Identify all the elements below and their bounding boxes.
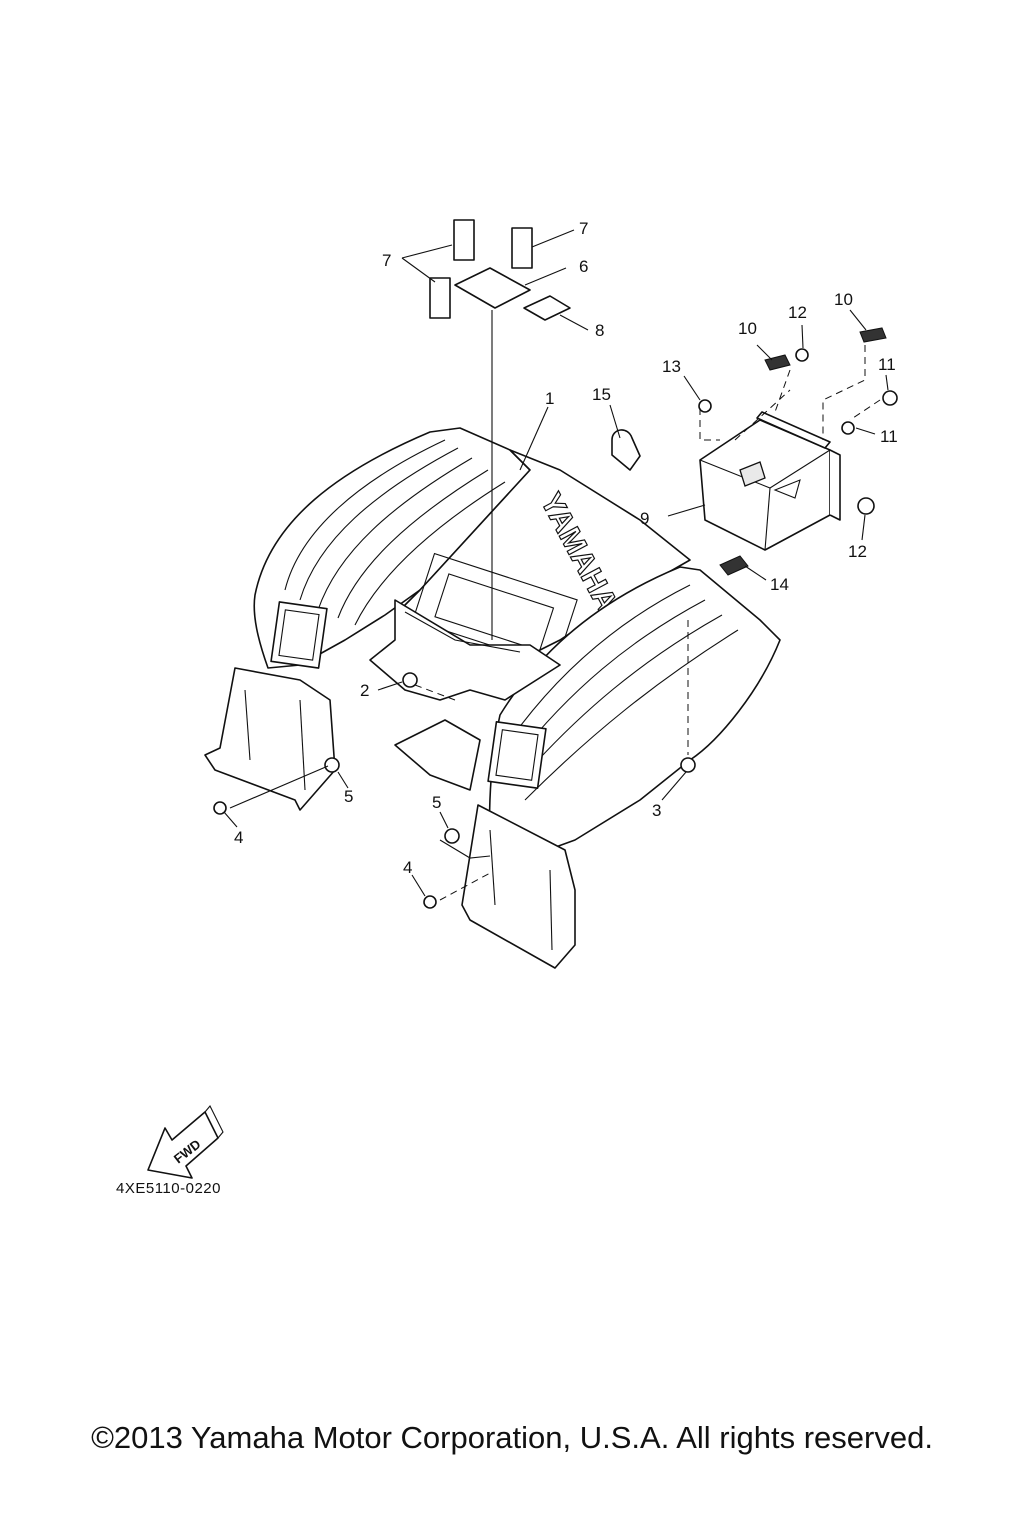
assembly-lines <box>229 310 881 901</box>
battery-box <box>699 419 841 551</box>
bolt-2 <box>402 672 418 688</box>
callout-3: 3 <box>652 801 661 820</box>
callout-8: 8 <box>595 321 604 340</box>
fwd-arrow-icon: FWD <box>147 1105 224 1179</box>
copyright-notice: ©2013 Yamaha Motor Corporation, U.S.A. A… <box>91 1420 933 1455</box>
callout-15: 15 <box>592 385 611 404</box>
bolt-11b <box>841 421 855 435</box>
bolt-3 <box>680 757 696 773</box>
callout-4a: 4 <box>234 828 243 847</box>
callout-5b: 5 <box>432 793 441 812</box>
callout-14: 14 <box>770 575 789 594</box>
nut-5a <box>324 757 340 773</box>
callout-2: 2 <box>360 681 369 700</box>
battery-strap <box>756 411 831 449</box>
callout-13: 13 <box>662 357 681 376</box>
left-reflector <box>270 601 328 669</box>
callout-11b: 11 <box>880 427 898 446</box>
callout-10b: 10 <box>834 290 853 309</box>
callout-9: 9 <box>640 509 649 528</box>
decals <box>429 219 571 321</box>
part-code: 4XE5110-0220 <box>116 1180 221 1197</box>
bolt-11a <box>882 390 898 406</box>
clip-10b <box>859 327 887 343</box>
decal-7-left <box>429 277 451 319</box>
decal-7-center <box>453 219 475 261</box>
callout-11a: 11 <box>878 355 896 374</box>
callout-4b: 4 <box>403 858 412 877</box>
callouts: 1 2 3 4 4 5 5 6 7 7 8 9 10 10 11 11 12 1… <box>234 219 898 877</box>
callout-12b: 12 <box>848 542 867 561</box>
screw-4a <box>213 801 227 815</box>
callout-10a: 10 <box>738 319 757 338</box>
callout-12a: 12 <box>788 303 807 322</box>
rear-fender: YAMAHA <box>204 427 781 969</box>
nut-5b <box>444 828 460 844</box>
right-reflector <box>487 721 547 789</box>
leader-lines <box>223 229 889 897</box>
fasteners <box>213 327 898 909</box>
callout-1: 1 <box>545 389 554 408</box>
nut-12b <box>857 497 875 515</box>
screw-4b <box>423 895 437 909</box>
decal-7-right <box>511 227 533 269</box>
decal-8 <box>523 295 571 321</box>
nut-12a <box>795 348 809 362</box>
callout-5a: 5 <box>344 787 353 806</box>
bolt-13 <box>698 399 712 413</box>
clamp-15 <box>611 429 641 471</box>
decal-6 <box>454 267 531 309</box>
callout-6: 6 <box>579 257 588 276</box>
clip-14 <box>719 555 749 576</box>
callout-7a: 7 <box>382 251 391 270</box>
callout-7b: 7 <box>579 219 588 238</box>
